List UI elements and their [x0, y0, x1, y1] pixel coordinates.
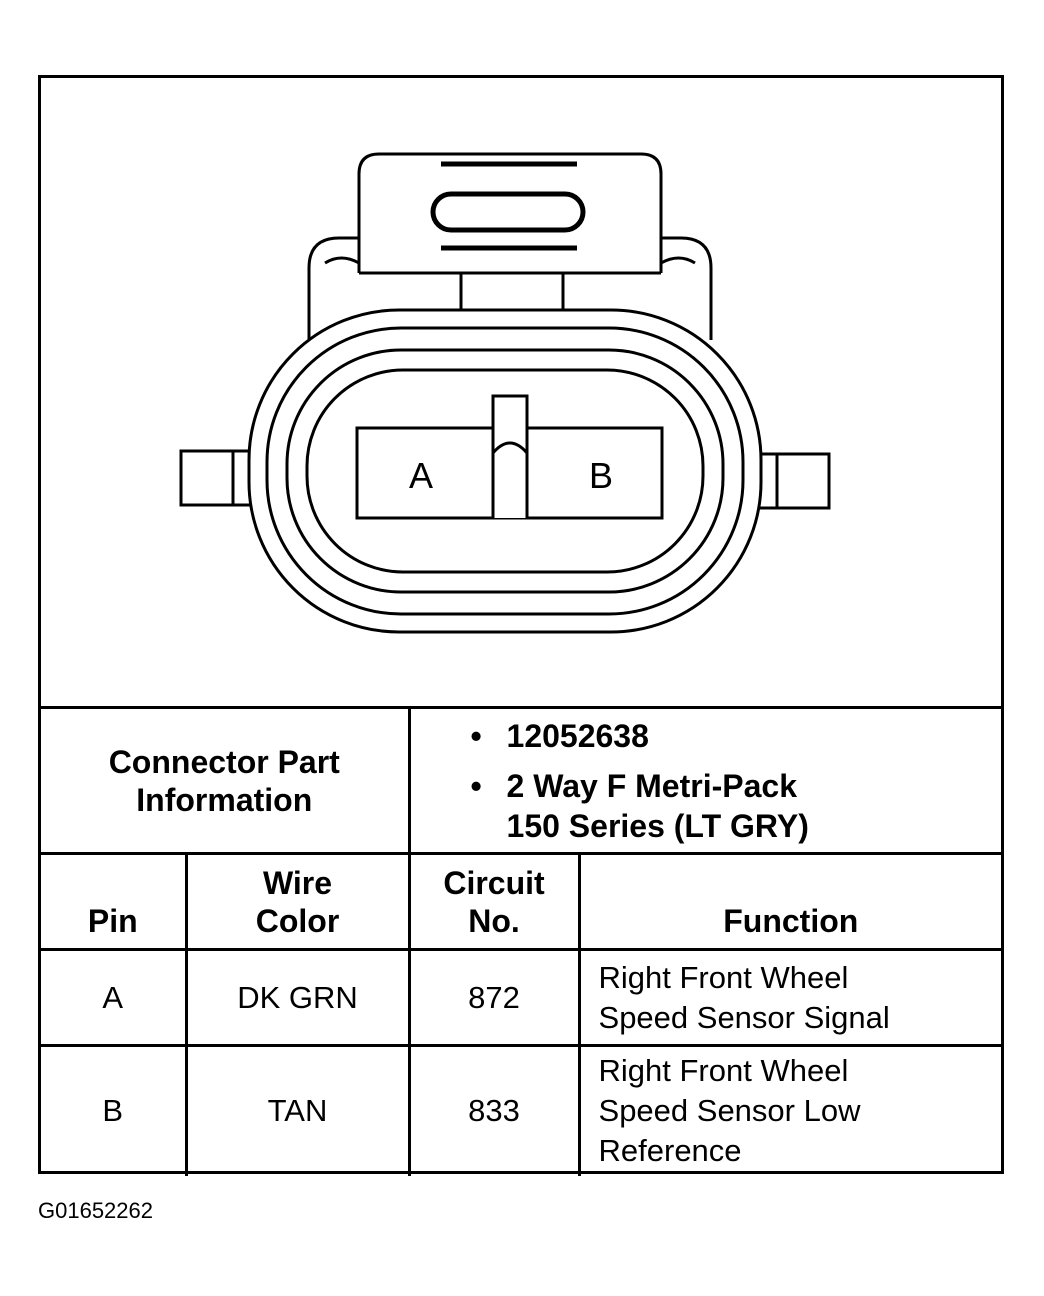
- function-line: Right Front Wheel: [598, 959, 849, 995]
- description-line: • 2 Way F Metri-Pack 150 Series (LT GRY): [471, 766, 1002, 846]
- function-line: Right Front Wheel: [598, 1053, 849, 1089]
- center-key: [491, 394, 529, 518]
- function-cell: Right Front Wheel Speed Sensor Signal: [577, 948, 1002, 1047]
- connector-face-drawing: A B: [179, 152, 831, 634]
- locking-tab: [357, 152, 663, 273]
- figure-id: G01652262: [38, 1198, 153, 1223]
- connector-shoulder: [307, 236, 713, 340]
- part-info-label-cell: Connector Part Information: [41, 706, 411, 855]
- header-function-text: Function: [723, 903, 859, 939]
- right-ear: [757, 452, 831, 510]
- header-pin: Pin: [41, 852, 188, 951]
- connector-info-table: Connector Part Information • 12052638 • …: [41, 706, 1002, 1176]
- part-number-line: • 12052638: [471, 716, 1002, 756]
- table-row: B TAN 833 Right Front Wheel Speed Sensor…: [41, 1044, 1002, 1176]
- bullet-icon: •: [470, 717, 482, 754]
- header-wire-color-line2: Color: [255, 903, 340, 939]
- function-line: Speed Sensor Low: [598, 1093, 861, 1129]
- shell-ring-2: [265, 326, 745, 616]
- connector-shoulder-inner: [324, 256, 696, 265]
- figure-frame: A B Connector Part Information • 1205263…: [38, 75, 1004, 1176]
- part-number: 12052638: [506, 717, 649, 754]
- pin-b-label: B: [589, 455, 613, 496]
- connector-diagram: A B: [41, 78, 1001, 708]
- bullet-icon: •: [470, 767, 482, 804]
- pin-cell: A: [41, 948, 188, 1047]
- part-info-label-line1: Connector Part: [108, 743, 340, 780]
- function-line: Speed Sensor Signal: [598, 999, 890, 1035]
- function-cell: Right Front Wheel Speed Sensor Low Refer…: [577, 1044, 1002, 1176]
- shell-ring-4: [305, 368, 705, 574]
- description-line1: 2 Way F Metri-Pack: [506, 767, 797, 804]
- function-line: Reference: [598, 1133, 742, 1169]
- wire-color-cell: DK GRN: [184, 948, 411, 1047]
- shell-ring-3: [285, 348, 725, 594]
- header-circuit-line1: Circuit: [443, 865, 545, 901]
- description-line2: 150 Series (LT GRY): [506, 807, 809, 844]
- part-info-values-cell: • 12052638 • 2 Way F Metri-Pack 150 Seri…: [407, 706, 1002, 855]
- tab-slot: [430, 191, 586, 233]
- part-info-row: Connector Part Information • 12052638 • …: [41, 706, 1002, 855]
- header-circuit-line2: No.: [468, 903, 520, 939]
- table-row: A DK GRN 872 Right Front Wheel Speed Sen…: [41, 948, 1002, 1047]
- pin-cell: B: [41, 1044, 188, 1176]
- left-ear: [179, 449, 253, 507]
- circuit-cell: 833: [407, 1044, 581, 1176]
- wire-color-cell: TAN: [184, 1044, 411, 1176]
- part-info-label-line2: Information: [136, 781, 313, 818]
- header-wire-color: Wire Color: [184, 852, 411, 951]
- pin-a-label: A: [409, 455, 433, 496]
- circuit-cell: 872: [407, 948, 581, 1047]
- header-wire-color-line1: Wire: [262, 865, 333, 901]
- column-header-row: Pin Wire Color Circuit No. Function: [41, 852, 1002, 951]
- header-function: Function: [577, 852, 1002, 951]
- header-circuit: Circuit No.: [407, 852, 581, 951]
- header-pin-text: Pin: [87, 903, 138, 939]
